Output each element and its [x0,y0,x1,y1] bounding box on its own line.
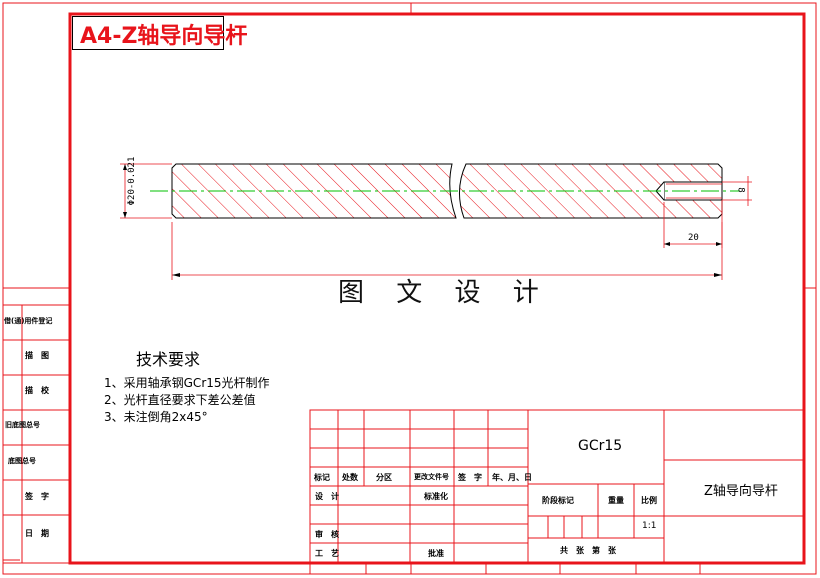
requirement-item: 3、未注倒角2x45° [104,410,208,424]
side-table-label: 描 校 [25,386,49,395]
side-table-label: 签 字 [25,492,49,501]
title-box [72,16,224,50]
rod-section [171,163,723,219]
requirements-title: 技术要求 [136,350,201,369]
design-label: 设 计 [315,492,339,501]
side-table-label: 日 期 [25,529,49,538]
sheets-label: 共 张 第 张 [560,546,616,555]
hole-diameter-dimension: 8 [735,187,746,193]
dimension-arrows [123,164,722,277]
weight-label: 重量 [608,496,624,505]
requirement-item: 1、采用轴承钢GCr15光杆制作 [104,376,270,390]
header-mark: 标记 [314,473,330,482]
centering-marks [3,3,816,574]
side-table-label: 借(通)用件登记 [4,317,53,325]
side-table-grid [2,304,71,564]
standard-label: 标准化 [424,492,448,501]
header-zone: 分区 [376,473,392,482]
header-change-doc: 更改文件号 [414,473,449,481]
hole-depth-dimension: 20 [688,233,699,243]
header-sign: 签 字 [458,473,482,482]
approve-label: 批准 [428,549,444,558]
part-name: Z轴导向导杆 [704,484,778,499]
side-table-label: 描 图 [25,351,49,360]
side-table-label: 底图总号 [8,457,36,465]
scale-value: 1:1 [642,521,657,531]
header-date: 年、月、日 [492,473,532,482]
requirement-item: 2、光杆直径要求下差公差值 [104,393,256,407]
scale-label: 比例 [641,496,657,505]
review-label: 审 核 [315,530,339,539]
diameter-dimension: Φ20-0.021 [127,156,137,206]
title-block-grid [309,409,805,564]
side-table-label: 旧底图总号 [5,421,40,429]
drawing-title: A4-Z轴导向导杆 [80,24,248,49]
material-label: GCr15 [578,438,623,454]
watermark-text: 图 文 设 计 [338,278,551,308]
header-count: 处数 [342,473,358,482]
stage-label: 阶段标记 [542,496,574,505]
process-label: 工 艺 [315,549,339,558]
dimension-lines [120,163,752,280]
